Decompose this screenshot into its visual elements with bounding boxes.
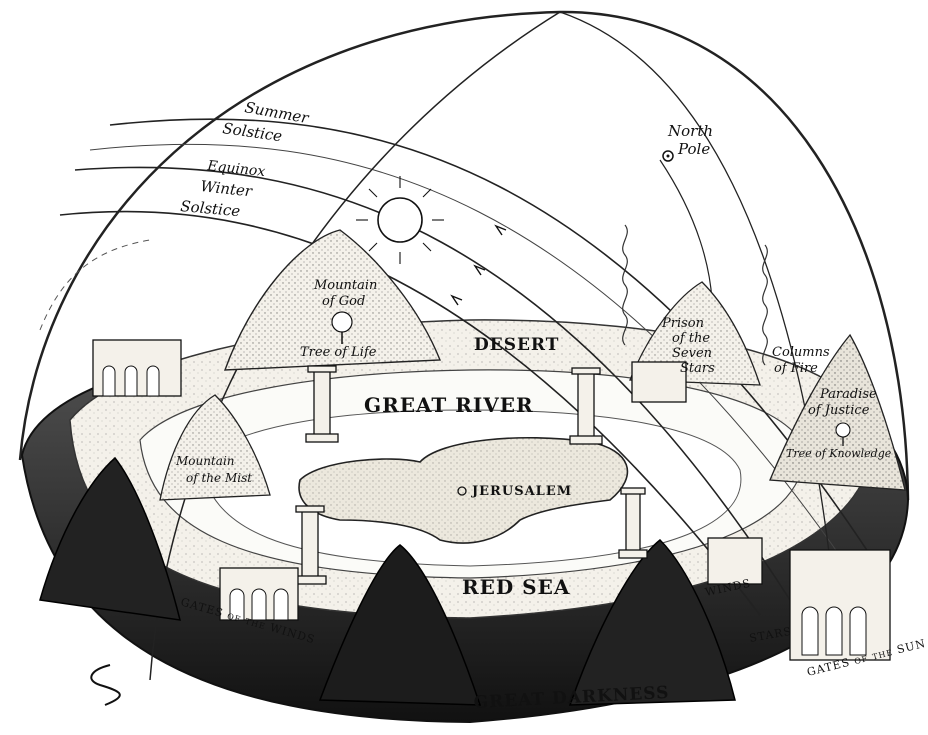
label-mountain-of-mist-2: of the Mist: [186, 471, 252, 485]
north-pole-marker: [662, 150, 674, 162]
jerusalem-marker: [457, 486, 467, 496]
label-north: North: [667, 122, 713, 140]
label-south: S: [128, 709, 129, 711]
tree-of-knowledge-icon: [835, 422, 851, 446]
arc-equinox: [74, 166, 791, 601]
dark-mountain-left: [39, 456, 181, 621]
columns-of-fire-icon: [622, 224, 768, 366]
label-great-river: GREAT RIVER: [364, 393, 534, 417]
paradise-of-justice: [769, 333, 906, 491]
label-prison-4: Stars: [680, 361, 715, 376]
label-tree-of-life: Tree of Life: [300, 345, 377, 360]
label-jerusalem: JERUSALEM: [471, 484, 572, 499]
meridian-3: [659, 159, 713, 301]
arrow-icon: [450, 224, 507, 306]
label-mountain-of-god-1: Mountain: [313, 278, 377, 293]
label-pole: Pole: [677, 140, 710, 158]
label-equinox: Equinox: [206, 158, 266, 180]
arc-winter-solstice: [59, 210, 761, 616]
arc-summer-solstice: [109, 118, 881, 571]
label-tree-of-knowledge: Tree of Knowledge: [786, 447, 892, 460]
tree-of-life-icon: [331, 311, 353, 344]
dark-mountain-center: [318, 544, 482, 706]
label-columns-of-fire-1: Columns: [772, 345, 830, 360]
pillar-icon: [293, 365, 648, 585]
label-columns-of-fire-2: of Fire: [774, 361, 818, 376]
label-winter-solstice: Solstice: [180, 197, 241, 220]
label-prison-2: of the: [672, 331, 710, 346]
label-red-sea: RED SEA: [462, 575, 570, 599]
arc-summer-inner: [89, 143, 861, 586]
mountain-of-the-mist: [159, 394, 271, 501]
label-prison-1: Prison: [661, 316, 704, 331]
dark-mountain-right: [568, 538, 736, 706]
label-prison-3: Seven: [672, 346, 712, 361]
label-desert: DESERT: [474, 335, 559, 355]
south-mark-icon: [90, 664, 121, 706]
mountain-of-god: [223, 229, 442, 371]
sun-icon: [356, 176, 444, 264]
label-mountain-of-god-2: of God: [322, 294, 365, 309]
label-summer-solstice: Solstice: [221, 119, 283, 145]
label-paradise-1: Paradise: [819, 387, 877, 402]
label-mountain-of-mist-1: Mountain: [175, 454, 235, 468]
label-winter: Winter: [200, 177, 254, 200]
prison-of-seven-stars: [629, 281, 761, 386]
label-paradise-2: of Justice: [808, 403, 870, 418]
